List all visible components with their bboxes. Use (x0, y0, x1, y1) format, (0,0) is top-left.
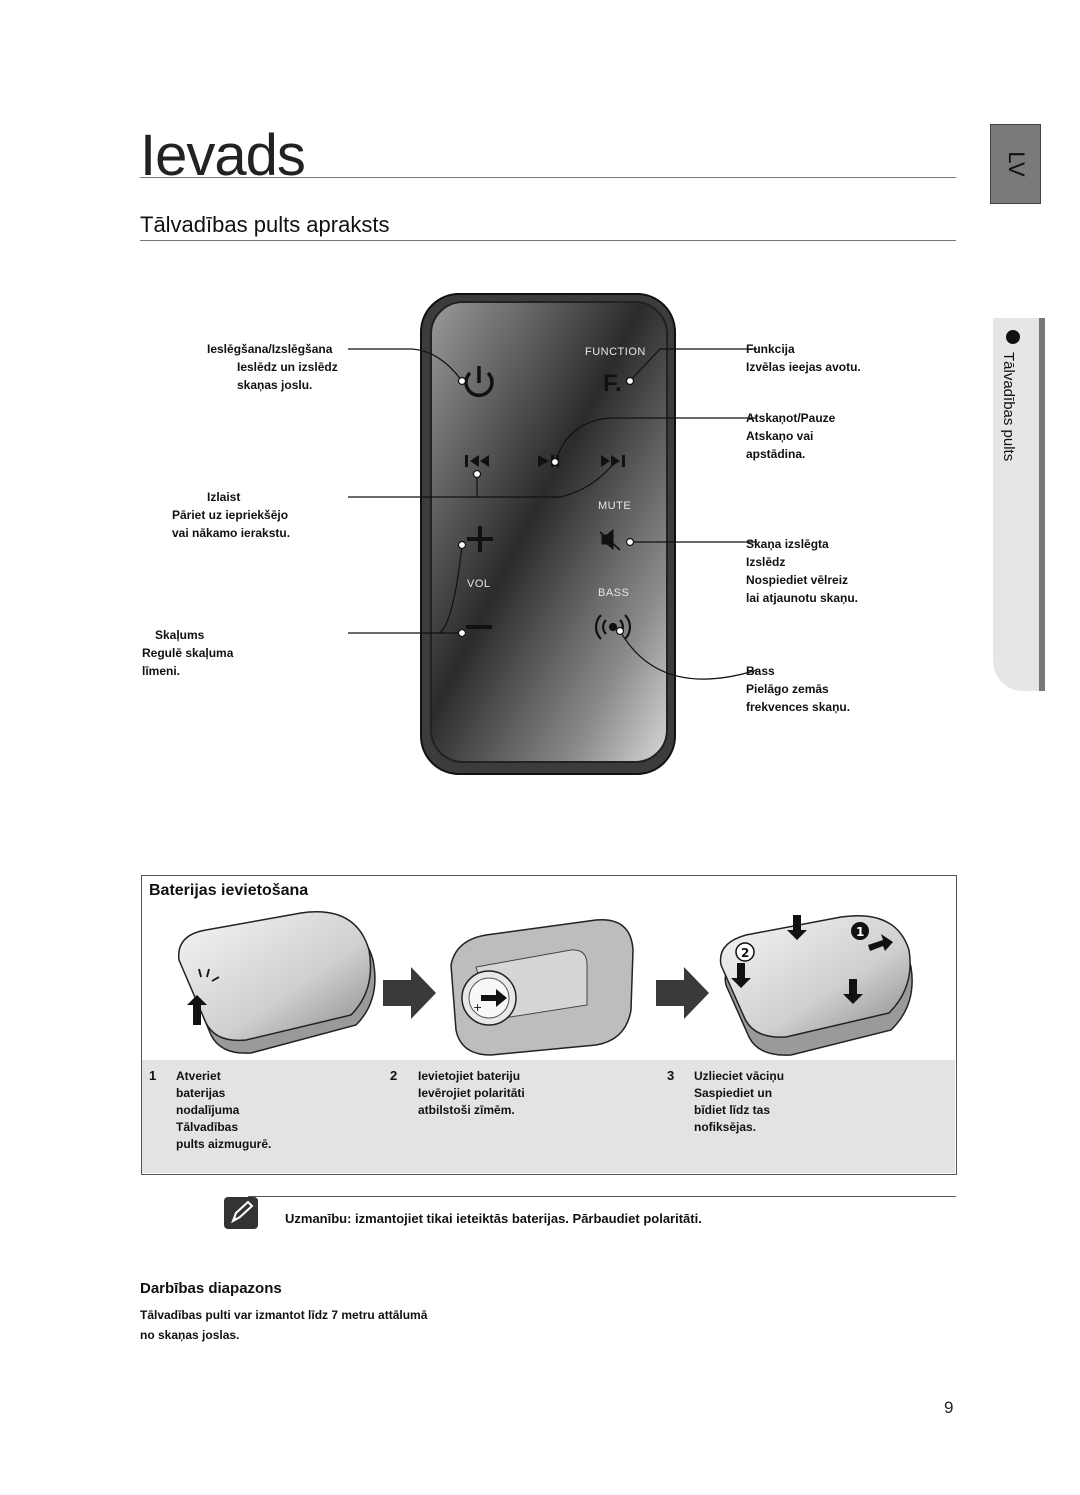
bullet-icon (1006, 330, 1020, 344)
subtitle-rule (140, 240, 956, 241)
step3-illustration: 1 2 (719, 915, 913, 1056)
battery-illustrations: + 1 2 (178, 911, 913, 1056)
press-arrow-icon (731, 963, 751, 988)
previous-icon (465, 455, 489, 467)
bass-label: BASS (598, 587, 630, 599)
playpause-callout-title: Atskaņot/Pauze (746, 411, 836, 425)
mute-callout-body: Izslēdz Nospiediet vēlreiz lai atjaunotu… (746, 555, 859, 605)
svg-text:1: 1 (856, 925, 864, 939)
function-callout-body: Izvēlas ieejas avotu. (746, 360, 861, 374)
step-marker-2-icon (735, 942, 755, 962)
function-key-label: F. (603, 370, 622, 397)
pencil-icon (231, 1200, 254, 1224)
step2-text: Ievietojiet bateriju Ievērojiet polaritā… (418, 1069, 525, 1117)
mute-callout-title: Skaņa izslēgta (746, 537, 829, 551)
range-section-text: Tālvadības pulti var izmantot līdz 7 met… (140, 1308, 428, 1342)
note-rule (248, 1196, 956, 1197)
step1-illustration (178, 911, 376, 1054)
chapter-side-tab: Tālvadības pults (993, 318, 1045, 691)
range-section-title: Darbības diapazons (140, 1280, 282, 1297)
title-rule (140, 177, 956, 178)
battery-instructions-box (141, 875, 957, 1175)
bass-icon (594, 614, 632, 640)
mute-icon (599, 528, 621, 551)
next-step-arrow-icon (383, 967, 436, 1019)
step3-number: 3 (667, 1068, 675, 1083)
step2-number: 2 (390, 1068, 398, 1083)
step1-number: 1 (149, 1068, 157, 1083)
callout-leaders (348, 348, 758, 680)
press-arrow-icon (787, 915, 807, 940)
skip-callout-body: Pāriet uz iepriekšējo vai nākamo ierakst… (172, 508, 291, 540)
note-text: Uzmanību: izmantojiet tikai ieteiktās ba… (285, 1211, 702, 1226)
insert-arrow-icon (481, 989, 507, 1007)
power-callout-title: Ieslēgšana/Izslēgšana (207, 342, 333, 356)
click-indicator-icon (198, 968, 220, 982)
press-arrow-icon (843, 979, 863, 1004)
step-marker-1-icon (851, 922, 869, 940)
note-pencil-icon (224, 1197, 258, 1229)
svg-text:2: 2 (741, 946, 749, 960)
svg-text:+: + (473, 1001, 482, 1014)
battery-steps-band (142, 1060, 955, 1173)
slide-arrow-icon (868, 934, 893, 951)
remote-face (430, 301, 668, 763)
function-callout-title: Funkcija (746, 342, 795, 356)
bass-callout-body: Pielāgo zemās frekvences skaņu. (746, 682, 851, 714)
power-icon (464, 366, 494, 398)
language-tab: LV (990, 124, 1041, 204)
section-subtitle: Tālvadības pults apraksts (140, 212, 390, 237)
function-label: FUNCTION (585, 346, 646, 358)
volume-up-icon (467, 526, 493, 552)
skip-callout-title: Izlaist (207, 490, 241, 504)
step2-illustration: + (450, 919, 634, 1056)
next-step-arrow-icon (656, 967, 709, 1019)
bass-callout-title: Bass (746, 664, 775, 678)
volume-callout-body: Regulē skaļuma līmeni. (142, 646, 234, 678)
mute-label: MUTE (598, 500, 632, 512)
callout-dots (457, 376, 635, 638)
step3-text: Uzlieciet vāciņu Saspiediet un bīdiet lī… (694, 1069, 785, 1134)
remote-illustration (348, 293, 758, 775)
volume-callout-title: Skaļums (155, 628, 205, 642)
page-number: 9 (944, 1398, 954, 1417)
lift-arrow-icon (187, 995, 207, 1025)
step1-text: Atveriet baterijas nodalījuma Tālvadības… (176, 1069, 272, 1151)
battery-box-title: Baterijas ievietošana (149, 882, 309, 899)
power-callout-body: Ieslēdz un izslēdz skaņas joslu. (237, 360, 338, 392)
playpause-callout-body: Atskaņo vai apstādina. (746, 429, 814, 461)
vol-label: VOL (467, 578, 491, 590)
